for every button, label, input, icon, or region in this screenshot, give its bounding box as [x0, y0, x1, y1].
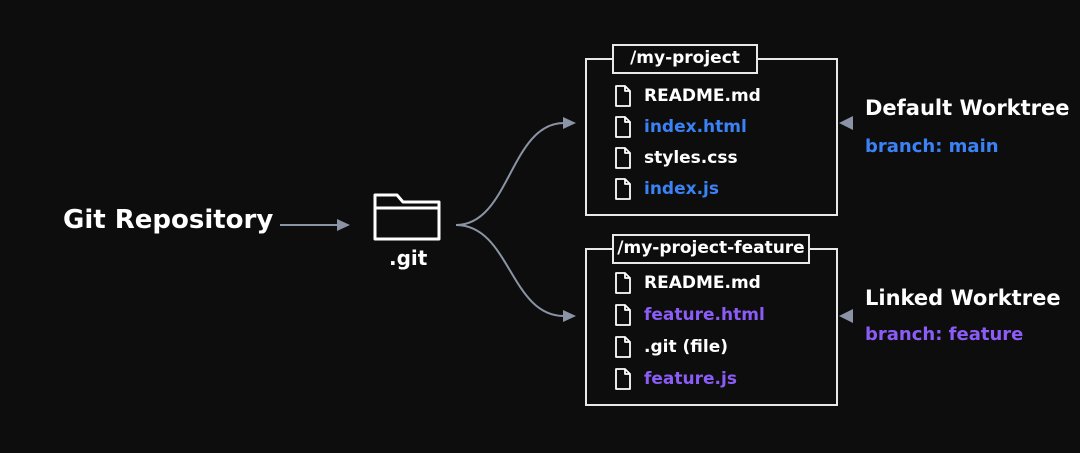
- file-name: .git (file): [644, 337, 728, 357]
- file-icon: [615, 116, 631, 138]
- folder-icon: [372, 190, 442, 246]
- file-item: styles.css: [614, 146, 738, 170]
- file-name: index.html: [644, 117, 747, 137]
- linked-worktree-branch: branch: feature: [865, 324, 1024, 345]
- file-icon: [615, 272, 631, 294]
- default-worktree-title: Default Worktree: [865, 96, 1070, 120]
- linked-worktree-title: Linked Worktree: [865, 286, 1061, 310]
- linked-arrow-head-icon: [563, 310, 576, 322]
- repository-label: Git Repository: [63, 205, 274, 235]
- file-name: styles.css: [644, 148, 738, 168]
- file-item: index.html: [614, 115, 747, 139]
- file-icon: [615, 336, 631, 358]
- file-name: feature.html: [644, 305, 765, 325]
- file-item: README.md: [614, 84, 761, 108]
- file-item: README.md: [614, 271, 761, 295]
- git-folder-label: .git: [389, 246, 428, 270]
- git-to-default-worktree-arrow: [455, 122, 565, 226]
- git-to-linked-worktree-arrow: [455, 224, 565, 317]
- file-icon: [615, 304, 631, 326]
- file-name: README.md: [644, 273, 761, 293]
- file-icon: [615, 147, 631, 169]
- file-item: feature.html: [614, 303, 765, 327]
- default-worktree-branch: branch: main: [865, 136, 999, 157]
- repo-to-git-arrow-head-icon: [337, 219, 350, 231]
- file-item: feature.js: [614, 367, 737, 391]
- default-worktree-path: /my-project: [612, 44, 758, 74]
- file-icon: [615, 368, 631, 390]
- file-name: feature.js: [644, 369, 737, 389]
- file-item: .git (file): [614, 335, 728, 359]
- file-icon: [615, 85, 631, 107]
- file-icon: [615, 178, 631, 200]
- linked-worktree-pointer-icon: [839, 309, 853, 323]
- linked-worktree-path: /my-project-feature: [612, 234, 810, 264]
- file-name: README.md: [644, 86, 761, 106]
- default-arrow-head-icon: [563, 117, 576, 129]
- file-item: index.js: [614, 177, 719, 201]
- default-worktree-pointer-icon: [839, 116, 853, 130]
- file-name: index.js: [644, 179, 719, 199]
